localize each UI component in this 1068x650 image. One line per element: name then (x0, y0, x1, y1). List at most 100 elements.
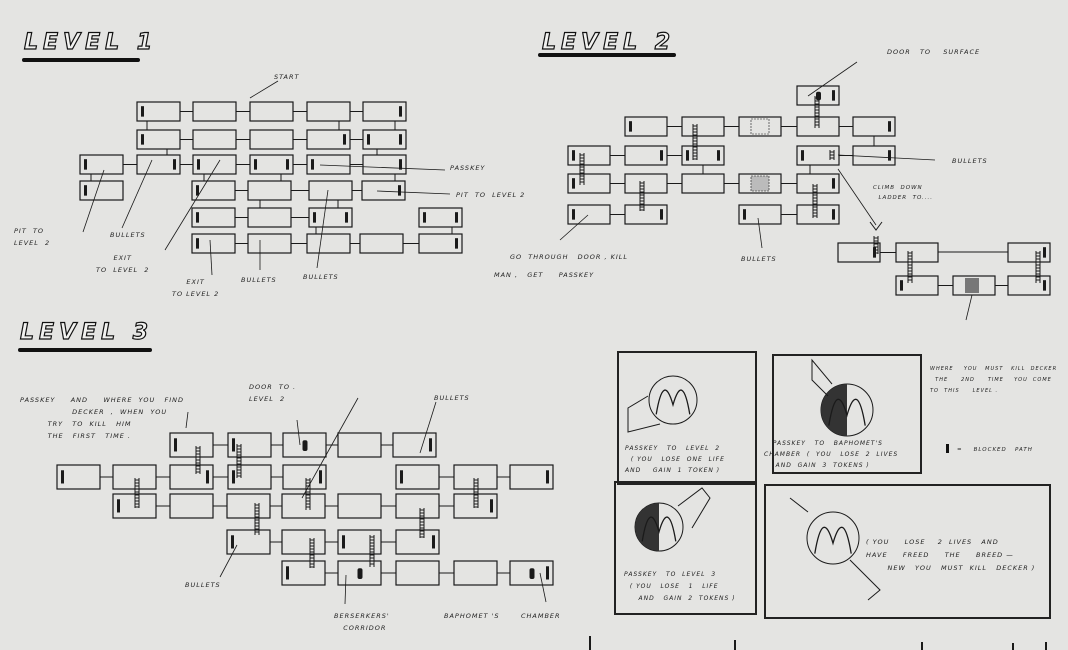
legend-blocked-path: = BLOCKED PATH (957, 447, 1033, 453)
title-underline (18, 348, 152, 352)
room (337, 432, 382, 458)
pointer-line (539, 572, 547, 603)
room (226, 493, 271, 519)
blocked-path-icon (423, 212, 426, 223)
blocked-path-icon (61, 470, 64, 484)
pointer-line (837, 168, 877, 226)
blocked-path-icon (343, 134, 346, 145)
blocked-path-icon (286, 159, 289, 170)
blocked-path-icon (141, 134, 144, 145)
blocked-path-icon (286, 566, 289, 580)
blocked-path-icon (429, 438, 432, 452)
room (247, 207, 292, 228)
panel-caption: PASSKEY TO LEVEL 2 ( YOU LOSE ONE LIFE A… (625, 445, 725, 474)
pointer-line (296, 419, 301, 446)
label-bullets: BULLETS (303, 273, 339, 281)
passkey-emblem (806, 511, 860, 565)
title-underline (538, 53, 676, 57)
passkey-emblem-arch (828, 398, 866, 426)
label-bullets: BULLETS (110, 231, 146, 239)
pointer-line (419, 401, 437, 454)
door-icon (357, 568, 363, 579)
room (453, 464, 498, 490)
blocked-path-icon (832, 178, 835, 189)
blocked-path-icon (432, 535, 435, 549)
pointer-line (344, 574, 347, 605)
passkey-emblem-arch (655, 389, 691, 415)
room (192, 101, 237, 122)
room (681, 173, 725, 194)
pointer-line (219, 544, 238, 578)
blocked-path-icon (572, 178, 575, 189)
room (796, 85, 840, 106)
blocked-path-icon (399, 134, 402, 145)
room (681, 116, 725, 137)
room (796, 116, 840, 137)
door-icon (529, 568, 535, 579)
panel-passkey-baphomet: PASSKEY TO BAPHOMET'S CHAMBER ( YOU LOSE… (764, 354, 922, 474)
blocked-path-icon (313, 212, 316, 223)
blocked-path-icon (319, 470, 322, 484)
room (281, 493, 326, 519)
panel-caption: ( YOU LOSE 2 LIVES AND HAVE FREED THE BR… (866, 538, 1036, 572)
panel-passkey-level-3: PASSKEY TO LEVEL 3 ( YOU LOSE 1 LIFE AND… (614, 481, 757, 615)
room (359, 233, 404, 254)
blocked-path-icon (455, 212, 458, 223)
room (169, 493, 214, 519)
level-3-title: LEVEL 3 (19, 319, 154, 345)
blocked-path-icon (311, 159, 314, 170)
room (395, 493, 440, 519)
blocked-path-icon (1043, 280, 1046, 291)
room (624, 173, 668, 194)
passkey-outline (627, 395, 661, 433)
pointer-line (807, 61, 858, 97)
blocked-path-icon (1043, 247, 1046, 258)
pointer-line (757, 217, 763, 249)
room (306, 101, 351, 122)
blocked-path-icon (888, 150, 891, 161)
room (247, 180, 292, 201)
blocked-path-icon (232, 438, 235, 452)
label-exit: EXIT TO LEVEL 2 (96, 254, 150, 274)
room (79, 180, 124, 201)
passkey-outline (677, 487, 711, 529)
title-underline (22, 58, 140, 62)
blocked-path-icon (801, 150, 804, 161)
door-icon (302, 440, 308, 451)
blocked-path-icon (717, 150, 720, 161)
blocked-path-icon (686, 150, 689, 161)
passkey-emblem-arch (814, 526, 852, 554)
blocked-path-icon (900, 280, 903, 291)
label-berserkers-corridor: BERSERKERS' CORRIDOR (334, 612, 390, 632)
panel-freed-the-breed: ( YOU LOSE 2 LIVES AND HAVE FREED THE BR… (764, 484, 1051, 619)
blocked-path-icon (196, 238, 199, 249)
arrow-head-icon (869, 221, 883, 231)
pointer-line (121, 159, 153, 229)
pointer-line (376, 190, 451, 195)
panel-passkey-level-2: PASSKEY TO LEVEL 2 ( YOU LOSE ONE LIFE A… (617, 351, 757, 485)
room (395, 560, 440, 586)
passkey-emblem-shade (821, 384, 847, 436)
blocked-path-icon (546, 470, 549, 484)
label-door-to-surface: DOOR TO SURFACE (887, 48, 981, 56)
label-bullets: BULLETS (952, 157, 988, 165)
blocked-path-icon (206, 470, 209, 484)
label-go-through-door: GO THROUGH DOOR , KILL (510, 253, 629, 261)
room (453, 560, 498, 586)
blocked-path-icon (399, 159, 402, 170)
blocked-path-icon (660, 150, 663, 161)
blocked-path-icon (345, 212, 348, 223)
label-bullets: BULLETS (741, 255, 777, 263)
pointer-line (559, 214, 589, 241)
label-start: START (274, 73, 300, 81)
pointer-line (319, 164, 446, 171)
room (337, 493, 382, 519)
blocked-path-icon (231, 535, 234, 549)
room (308, 180, 353, 201)
room (249, 101, 294, 122)
pointer-line (82, 169, 105, 233)
label-bullets: BULLETS (185, 581, 221, 589)
label-pit-right: PIT TO LEVEL 2 (456, 191, 526, 199)
pointer-line (965, 294, 973, 321)
